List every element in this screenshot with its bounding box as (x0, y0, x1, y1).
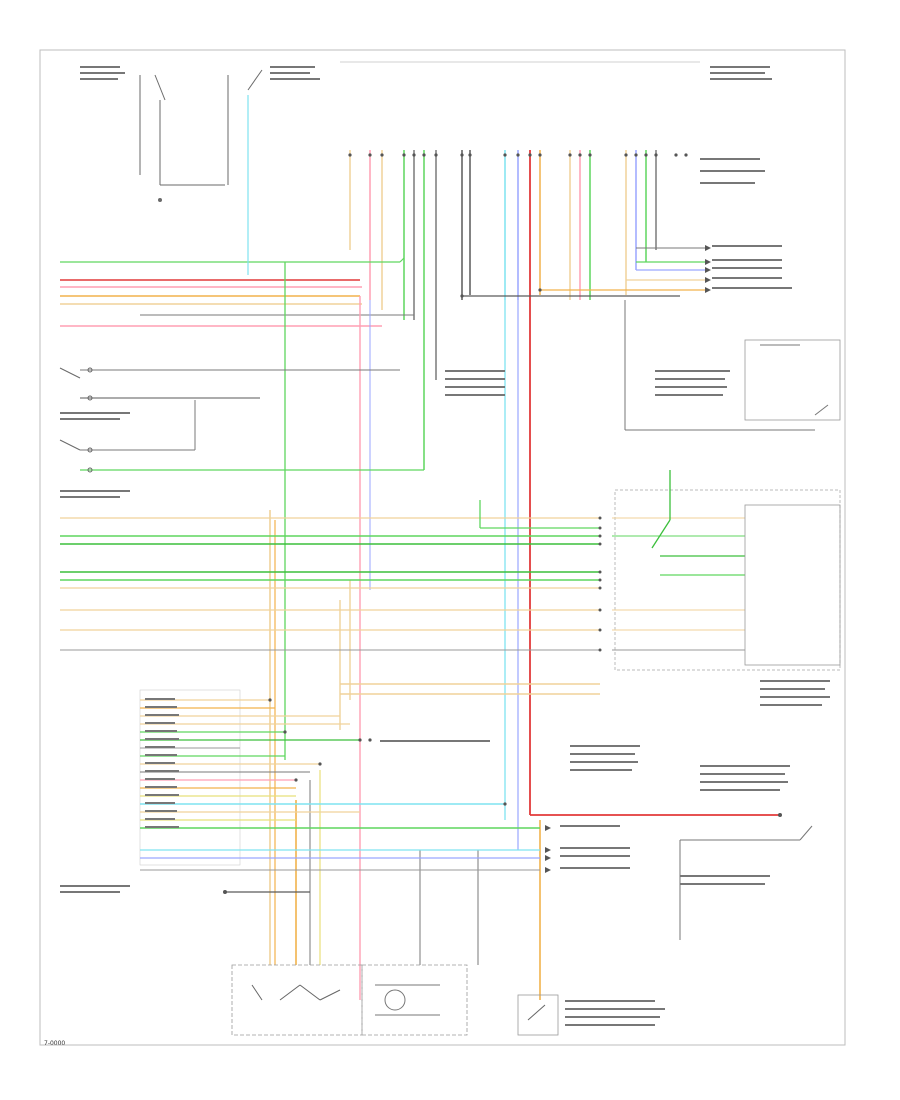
brake-fluid-level-switch (517, 994, 559, 1036)
ajar-switch-right-top (624, 300, 841, 431)
splice-points (268, 288, 542, 806)
main-bus-wires (60, 500, 600, 695)
top-connector-wires (349, 150, 657, 815)
rear-door-ajar-switch (530, 813, 813, 940)
ipc-connector-pins (598, 516, 602, 652)
upper-left-harness (60, 257, 414, 327)
footer-code: 7-0000 (44, 1040, 66, 1047)
diagram-frame (39, 49, 846, 1046)
left-front-door-jamb-switch (139, 74, 225, 202)
top-right-output-wires (462, 245, 711, 297)
ground-lead-bottom (223, 890, 310, 894)
right-rear-door-lock-switch (59, 400, 424, 473)
middle-vertical-runs (269, 262, 541, 1000)
body-control-module-box (612, 470, 841, 671)
instrument-panel-dimmer-switch (231, 964, 363, 1036)
label-marks (60, 66, 830, 1026)
left-rear-door-jamb-switch (227, 69, 263, 260)
right-front-door-lock-switch (59, 367, 400, 401)
top-connector-pins (348, 153, 688, 157)
headlamp-switch (361, 964, 468, 1036)
instrument-cluster-connector (139, 689, 551, 873)
